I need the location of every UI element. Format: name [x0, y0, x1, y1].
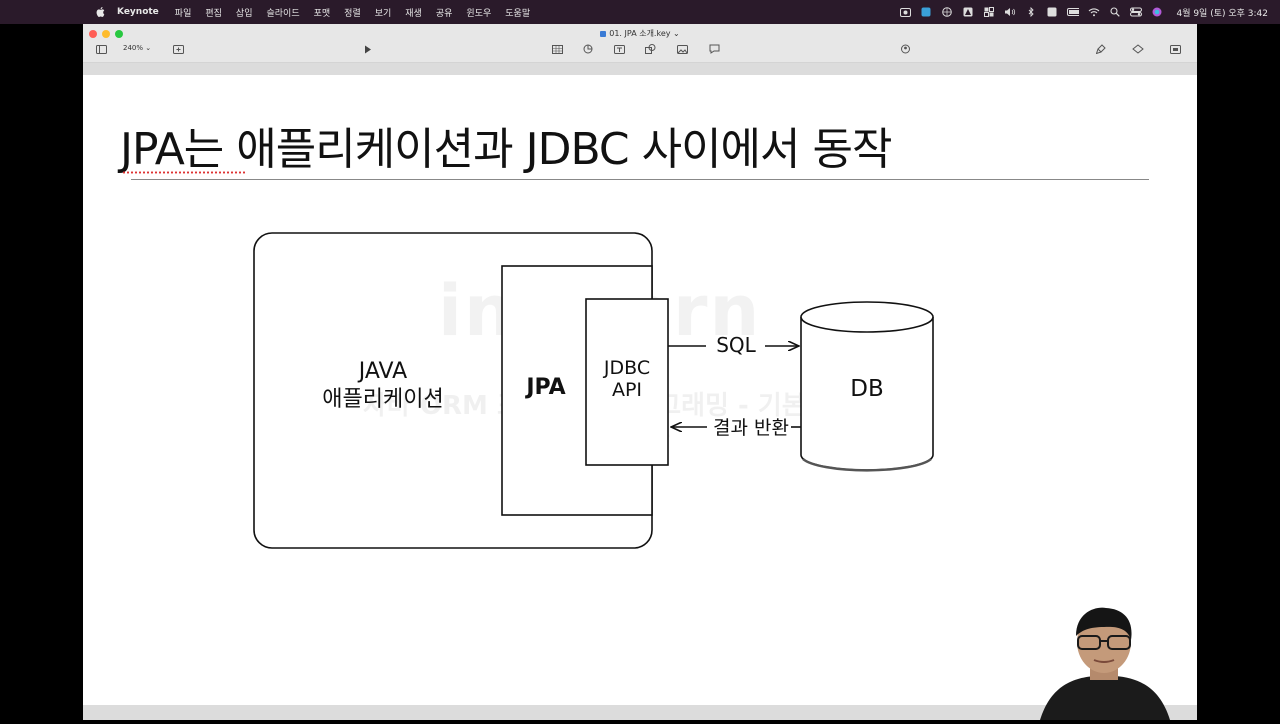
spellcheck-underline	[122, 171, 246, 174]
window-titlebar: 01. JPA 소개.key ⌄ 240% ⌄	[83, 24, 1197, 63]
db-cylinder	[800, 301, 934, 472]
menu-share[interactable]: 공유	[435, 8, 453, 19]
input-method-icon[interactable]	[1046, 7, 1058, 17]
zoom-value: 240%	[123, 44, 144, 52]
media-icon[interactable]	[676, 44, 688, 54]
menu-arrange[interactable]: 정렬	[344, 8, 361, 19]
keynote-window: 01. JPA 소개.key ⌄ 240% ⌄ JPA는 애플리케이션과 JDB…	[83, 24, 1197, 720]
jdbc-api-label-line2: API	[611, 379, 643, 401]
battery-icon[interactable]	[1067, 7, 1080, 17]
volume-icon[interactable]	[1004, 7, 1016, 17]
menu-window[interactable]: 윈도우	[466, 8, 492, 19]
drive-icon[interactable]	[962, 7, 974, 17]
menu-insert[interactable]: 삽입	[235, 8, 253, 19]
shape-icon[interactable]	[644, 44, 656, 54]
control-center-icon[interactable]	[1130, 7, 1143, 17]
menu-play[interactable]: 재생	[405, 8, 422, 19]
collaborate-icon[interactable]	[899, 44, 911, 54]
search-icon[interactable]	[1109, 7, 1121, 17]
minimize-window-button[interactable]	[102, 30, 110, 38]
status-bar: 4월 9일 (토) 오후 3:42	[899, 0, 1268, 24]
screen-record-icon[interactable]	[899, 7, 911, 17]
title-divider	[131, 179, 1149, 180]
menubar-clock[interactable]: 4월 9일 (토) 오후 3:42	[1176, 8, 1268, 19]
menu-edit[interactable]: 편집	[205, 8, 222, 19]
jdbc-api-label: JDBC API	[586, 357, 668, 401]
app-status-icon[interactable]	[920, 7, 932, 17]
java-app-label-line1: JAVA	[358, 359, 408, 384]
document-title-text: 01. JPA 소개.key	[609, 29, 671, 38]
close-window-button[interactable]	[89, 30, 97, 38]
bluetooth-icon[interactable]	[1025, 7, 1037, 17]
java-app-label: JAVA 애플리케이션	[313, 358, 453, 414]
text-box-icon[interactable]	[613, 44, 625, 54]
chart-icon[interactable]	[582, 44, 594, 54]
menu-format[interactable]: 포맷	[313, 8, 331, 19]
add-slide-icon[interactable]	[172, 44, 184, 54]
sidebar-toggle-icon[interactable]	[95, 44, 107, 54]
table-icon[interactable]	[551, 44, 563, 54]
presenter-webcam-video	[1040, 600, 1170, 720]
keynote-document-icon	[600, 30, 607, 37]
presenter-silhouette	[1040, 607, 1170, 720]
format-brush-icon[interactable]	[1095, 44, 1107, 54]
animate-icon[interactable]	[1132, 44, 1144, 54]
java-app-label-line2: 애플리케이션	[322, 387, 444, 412]
slide-title-text: JPA는 애플리케이션과 JDBC 사이에서 동작	[120, 124, 892, 175]
chevron-down-icon: ⌄	[670, 29, 680, 38]
zoom-menu[interactable]: 240% ⌄	[123, 44, 152, 52]
menu-file[interactable]: 파일	[174, 8, 192, 19]
play-icon[interactable]	[362, 44, 374, 54]
jpa-label: JPA	[526, 375, 566, 400]
menu-app-name[interactable]: Keynote	[117, 7, 159, 17]
document-title[interactable]: 01. JPA 소개.key ⌄	[83, 28, 1197, 39]
slide-title[interactable]: JPA는 애플리케이션과 JDBC 사이에서 동작	[120, 113, 892, 177]
apple-menu-icon[interactable]	[95, 6, 107, 18]
wifi-icon[interactable]	[1088, 7, 1100, 17]
jdbc-api-label-line1: JDBC	[603, 357, 651, 379]
siri-icon[interactable]	[1151, 7, 1163, 17]
globe-icon[interactable]	[941, 7, 953, 17]
slide-canvas[interactable]: JPA는 애플리케이션과 JDBC 사이에서 동작 inflearn 자바 OR…	[83, 75, 1197, 705]
menu-slide[interactable]: 슬라이드	[266, 8, 300, 19]
sql-label: SQL	[716, 333, 756, 357]
diagram-shapes	[253, 232, 934, 549]
menu-help[interactable]: 도움말	[505, 8, 531, 19]
menu-view[interactable]: 보기	[374, 8, 392, 19]
comment-icon[interactable]	[708, 44, 720, 54]
grid-app-icon[interactable]	[983, 7, 995, 17]
result-label: 결과 반환	[713, 417, 789, 439]
fullscreen-window-button[interactable]	[115, 30, 123, 38]
document-panel-icon[interactable]	[1169, 44, 1181, 54]
menu-bar: Keynote 파일 편집 삽입 슬라이드 포맷 정렬 보기 재생 공유 윈도우…	[0, 0, 1280, 24]
jdbc-api-box	[585, 298, 669, 466]
db-label: DB	[850, 376, 884, 402]
